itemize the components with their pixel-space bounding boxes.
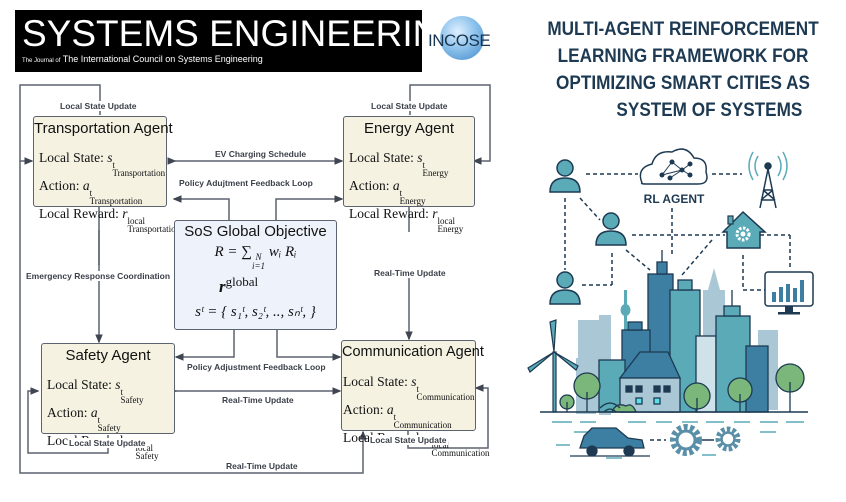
label-policy-feedback-bottom: Policy Adjustment Feedback Loop [186,362,327,372]
smart-home-icon [721,210,767,249]
title-line: SYSTEM OF SYSTEMS [616,99,803,121]
title-line: OPTIMIZING SMART CITIES AS [556,72,810,94]
trees [559,363,805,413]
connector-lines [19,84,491,474]
smart-city-illustration: RL AGENT [520,140,846,480]
agent-title: Communication Agent [342,344,484,360]
label-policy-feedback-top: Policy Adujtment Feedback Loop [178,178,314,188]
policy-top-right [275,195,344,220]
cloud-network-icon [639,148,708,185]
radio-tower-icon [748,151,788,209]
label-local-state-update: Local State Update [370,101,449,111]
person-icon [549,159,581,193]
label-local-state-update: Local State Update [369,435,448,445]
poster-title: MULTI-AGENT REINFORCEMENT LEARNING FRAME… [541,16,824,124]
journal-banner: SYSTEMS ENGINEERING The Journal of The I… [15,10,468,72]
label-local-state-update: Local State Update [68,438,147,448]
person-icon [595,212,627,246]
label-ev-charging-schedule: EV Charging Schedule [214,149,308,159]
global-title: SoS Global Objective [184,223,327,240]
policy-bottom-right [276,330,342,361]
energy-local-loop [409,84,491,165]
monitor-chart-icon [764,271,814,315]
global-reward-symbol: rglobal [219,274,259,296]
journal-title: SYSTEMS ENGINEERING [22,13,469,54]
gear-icon [670,424,702,456]
road-markings [552,421,804,459]
title-line: MULTI-AGENT REINFORCEMENT [547,18,819,40]
title-line: LEARNING FRAMEWORK FOR [557,45,809,67]
realtime-outer-loop [19,161,367,474]
agent-title: Safety Agent [65,347,151,364]
network-links [564,173,791,291]
rl-agent-label: RL AGENT [644,192,705,206]
policy-bottom-left [174,330,235,361]
person-icon [549,271,581,305]
global-state-equation: sᵗ = { s₁ᵗ, s₂ᵗ, .., sₙᵗ, } [195,304,316,320]
incose-logo: INCOSE [424,14,494,72]
label-local-state-update: Local State Update [59,101,138,111]
agent-title: Transportation Agent [34,120,173,137]
label-realtime-update-right: Real-Time Update [373,268,447,278]
label-emergency-response: Emergency Response Coordination [25,271,172,281]
wind-turbine-icon [527,319,579,413]
policy-top-left [172,195,230,220]
solar-house [618,351,682,413]
agent-title: Energy Agent [363,120,455,137]
label-realtime-update-mid: Real-Time Update [221,395,295,405]
globe-icon [440,16,484,60]
journal-subtitle: The Journal of The International Council… [22,54,263,64]
connected-car-icon [570,402,650,457]
gear-icon [715,426,741,452]
label-realtime-update-bottom: Real-Time Update [225,461,299,471]
transport-local-loop [19,84,101,165]
incose-logo-text: INCOSE [428,31,491,50]
